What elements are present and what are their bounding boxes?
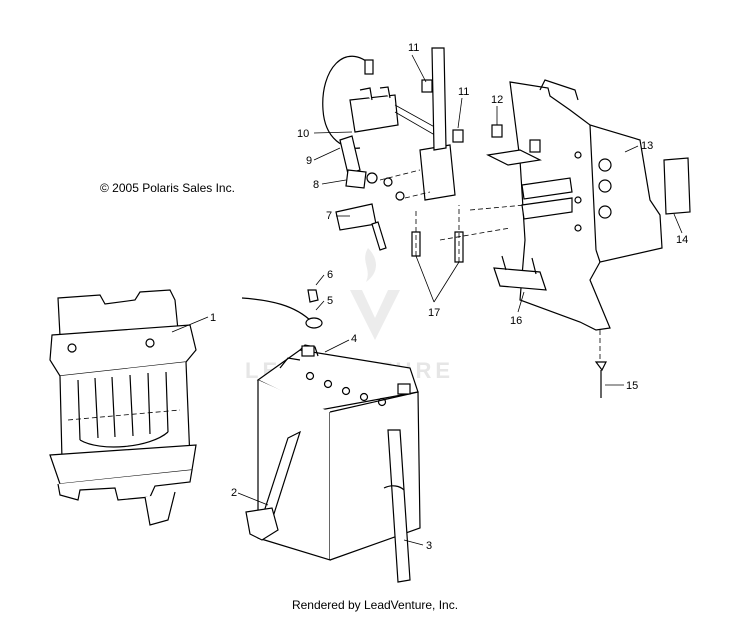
callout-6: 6 bbox=[327, 269, 333, 281]
callout-17: 17 bbox=[428, 307, 440, 319]
callout-14: 14 bbox=[676, 234, 688, 246]
callout-7: 7 bbox=[326, 210, 332, 222]
callout-11-top: 11 bbox=[408, 42, 419, 54]
callout-13: 13 bbox=[641, 140, 653, 152]
footer-credit: Rendered by LeadVenture, Inc. bbox=[291, 598, 459, 612]
vent-hose-drawing bbox=[245, 430, 302, 541]
callout-9: 9 bbox=[306, 155, 312, 167]
callout-1: 1 bbox=[210, 312, 216, 324]
callout-4: 4 bbox=[351, 333, 357, 345]
battery-tray-drawing bbox=[49, 289, 197, 526]
callout-labels: 1 2 3 4 5 6 7 8 9 10 11 11 12 13 14 15 1… bbox=[210, 42, 688, 552]
lead-drawing bbox=[241, 289, 323, 329]
callout-16: 16 bbox=[510, 315, 522, 327]
callout-3: 3 bbox=[426, 540, 432, 552]
leader-lines bbox=[171, 54, 683, 546]
callout-10: 10 bbox=[297, 128, 309, 140]
mounting-bracket-drawing bbox=[439, 79, 691, 398]
callout-2: 2 bbox=[231, 487, 237, 499]
cable-drawing bbox=[383, 429, 411, 583]
callout-5: 5 bbox=[327, 295, 333, 307]
callout-12: 12 bbox=[491, 94, 503, 106]
callout-11-right: 11 bbox=[458, 86, 469, 98]
solenoid-drawing bbox=[322, 47, 464, 263]
callout-8: 8 bbox=[313, 179, 319, 191]
copyright-text: © 2005 Polaris Sales Inc. bbox=[100, 181, 235, 195]
callout-15: 15 bbox=[626, 380, 638, 392]
